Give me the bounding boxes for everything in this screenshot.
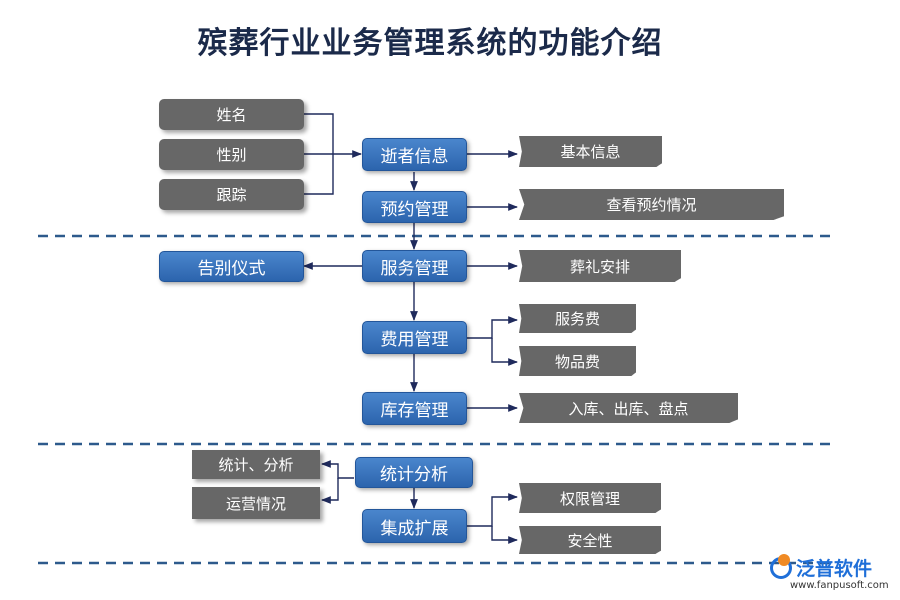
brand-mark-icon	[770, 553, 792, 579]
brand-url: www.fanpusoft.com	[790, 580, 889, 591]
output-stock-operations: 入库、出库、盘点	[519, 393, 738, 423]
arrow-to-operations	[321, 478, 339, 504]
input-tracking: 跟踪	[159, 179, 304, 210]
module-service: 服务管理	[362, 250, 467, 282]
module-fee: 费用管理	[362, 321, 467, 354]
arrow-to-goods-fee	[491, 338, 518, 366]
arrow-to-service-fee	[467, 316, 518, 339]
module-stats: 统计分析	[355, 457, 473, 488]
module-appointment: 预约管理	[362, 191, 467, 223]
module-deceased-info: 逝者信息	[362, 138, 467, 171]
output-funeral-arrangement: 葬礼安排	[519, 250, 681, 282]
module-integration: 集成扩展	[362, 509, 467, 543]
output-permissions: 权限管理	[519, 483, 661, 513]
module-inventory: 库存管理	[362, 392, 467, 425]
output-view-appointment: 查看预约情况	[519, 189, 784, 220]
arrow-to-stats-analysis	[321, 460, 354, 479]
arrow-to-security	[491, 526, 518, 544]
output-stats-analysis: 统计、分析	[192, 450, 320, 479]
output-basic-info: 基本信息	[519, 136, 662, 167]
output-operations: 运营情况	[192, 487, 320, 519]
input-gender: 性别	[159, 139, 304, 170]
output-farewell: 告别仪式	[159, 251, 304, 282]
section-dividers	[38, 234, 830, 565]
arrow-to-permissions	[467, 493, 518, 527]
page-title: 殡葬行业业务管理系统的功能介绍	[197, 26, 663, 61]
brand-name: 泛普软件	[796, 558, 873, 580]
input-name: 姓名	[159, 99, 304, 130]
output-goods-fee: 物品费	[519, 346, 636, 376]
output-security: 安全性	[519, 526, 661, 554]
output-service-fee: 服务费	[519, 304, 636, 333]
brand-logo: 泛普软件	[770, 553, 873, 581]
